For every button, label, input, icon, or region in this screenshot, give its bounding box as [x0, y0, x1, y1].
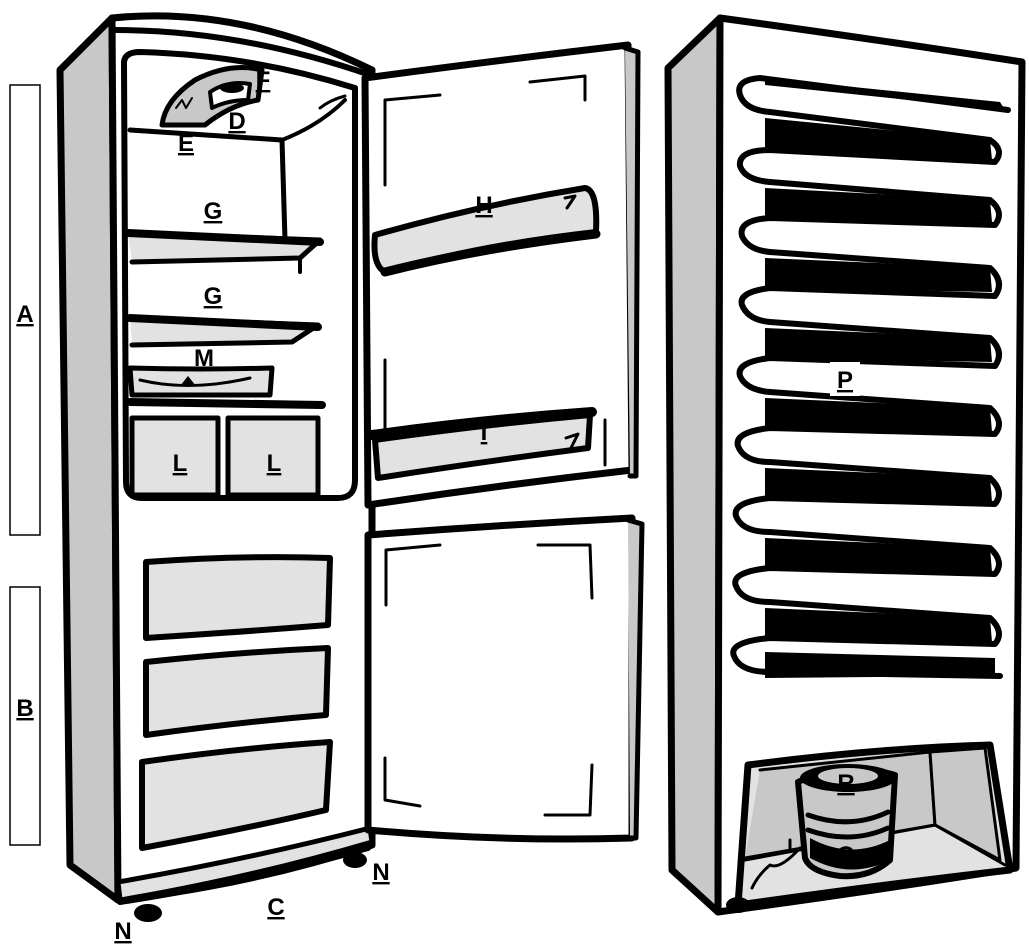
- section-bracket-b: [9, 586, 41, 846]
- label-n-foot-right: N: [372, 859, 389, 886]
- crisper-cover-shelf: [126, 365, 326, 409]
- freezer-drawer-top: [143, 554, 333, 641]
- front-foot-right: [343, 852, 367, 868]
- thermostat-unit: [159, 65, 265, 128]
- door-shelf-upper: [371, 185, 601, 277]
- label-l-crisper-left: L: [173, 450, 188, 477]
- label-b-freezer-section: B: [16, 695, 33, 722]
- label-i-door-shelf: I: [481, 419, 488, 446]
- label-h-door-shelf: H: [475, 192, 492, 219]
- rear-foot: [726, 897, 750, 913]
- label-p-condenser: P: [837, 367, 853, 394]
- condenser-coil: [730, 75, 1011, 679]
- compressor: [750, 764, 898, 890]
- freezer-door: [364, 514, 645, 843]
- section-bracket-a: [9, 84, 41, 536]
- label-g-shelf-lower: G: [204, 283, 223, 310]
- glass-shelf-upper: [124, 229, 324, 274]
- label-e-light: E: [178, 130, 194, 157]
- crisper-drawer-left: [129, 415, 221, 498]
- freezer-drawer-middle: [143, 645, 331, 738]
- glass-shelf-lower: [126, 314, 322, 348]
- label-g-shelf-upper: G: [204, 198, 223, 225]
- door-shelf-lower: [367, 407, 597, 481]
- crisper-drawer-right: [225, 415, 321, 498]
- fridge-rear-body: [664, 14, 1026, 916]
- label-l-crisper-right: L: [267, 450, 282, 477]
- fridge-door: [361, 41, 641, 509]
- label-f-control: F: [256, 67, 271, 94]
- label-a-fridge-section: A: [16, 301, 33, 328]
- label-c-plinth: C: [267, 894, 284, 921]
- label-d-thermostat: D: [228, 108, 245, 135]
- label-n-foot-left: N: [114, 918, 131, 945]
- front-foot-left: [134, 904, 162, 922]
- freezer-drawer-bottom: [139, 739, 333, 851]
- label-r-compressor: R: [837, 770, 854, 797]
- label-m-crisper-cover: M: [194, 345, 214, 372]
- label-q-compressor-base: Q: [837, 842, 856, 869]
